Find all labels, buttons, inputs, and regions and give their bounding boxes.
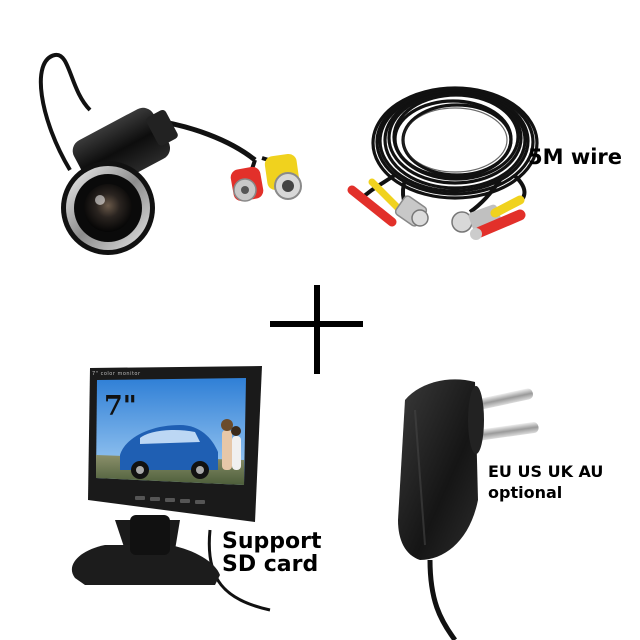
- adapter-pin-bottom: [476, 422, 539, 441]
- sd-card-label-line1: Support: [222, 529, 322, 554]
- monitor-cable: [207, 529, 271, 612]
- plus-icon: [270, 285, 363, 374]
- adapter-cable: [427, 559, 458, 640]
- plug-options-label: EU US UK AU optional: [488, 462, 603, 504]
- screen-size-label: 7": [104, 391, 137, 422]
- plug-options-line2: optional: [488, 482, 563, 502]
- peephole-camera: [38, 52, 302, 255]
- sd-card-label: Support SD card: [222, 530, 321, 576]
- cable-left-connectors: [347, 178, 429, 227]
- monitor-stand: [71, 545, 220, 585]
- cable-right-connectors: [451, 195, 526, 240]
- camera-cable-loop: [38, 52, 92, 172]
- monitor-buttons: [135, 496, 205, 504]
- camera-lens: [84, 184, 132, 232]
- adapter-pin-top: [473, 388, 534, 410]
- cable-coil: [347, 86, 539, 240]
- camera-connectors: [230, 153, 302, 202]
- adapter-body: [398, 379, 478, 560]
- plug-options-line1: EU US UK AU: [488, 462, 604, 481]
- power-adapter: [398, 379, 539, 640]
- monitor-brand-text: 7" color monitor: [92, 371, 141, 377]
- monitor-screen: [96, 378, 246, 485]
- sd-card-label-line2: SD card: [222, 552, 319, 578]
- wire-length-label: 5M wire: [528, 145, 623, 169]
- monitor: [71, 366, 271, 612]
- lens-glint: [95, 195, 105, 205]
